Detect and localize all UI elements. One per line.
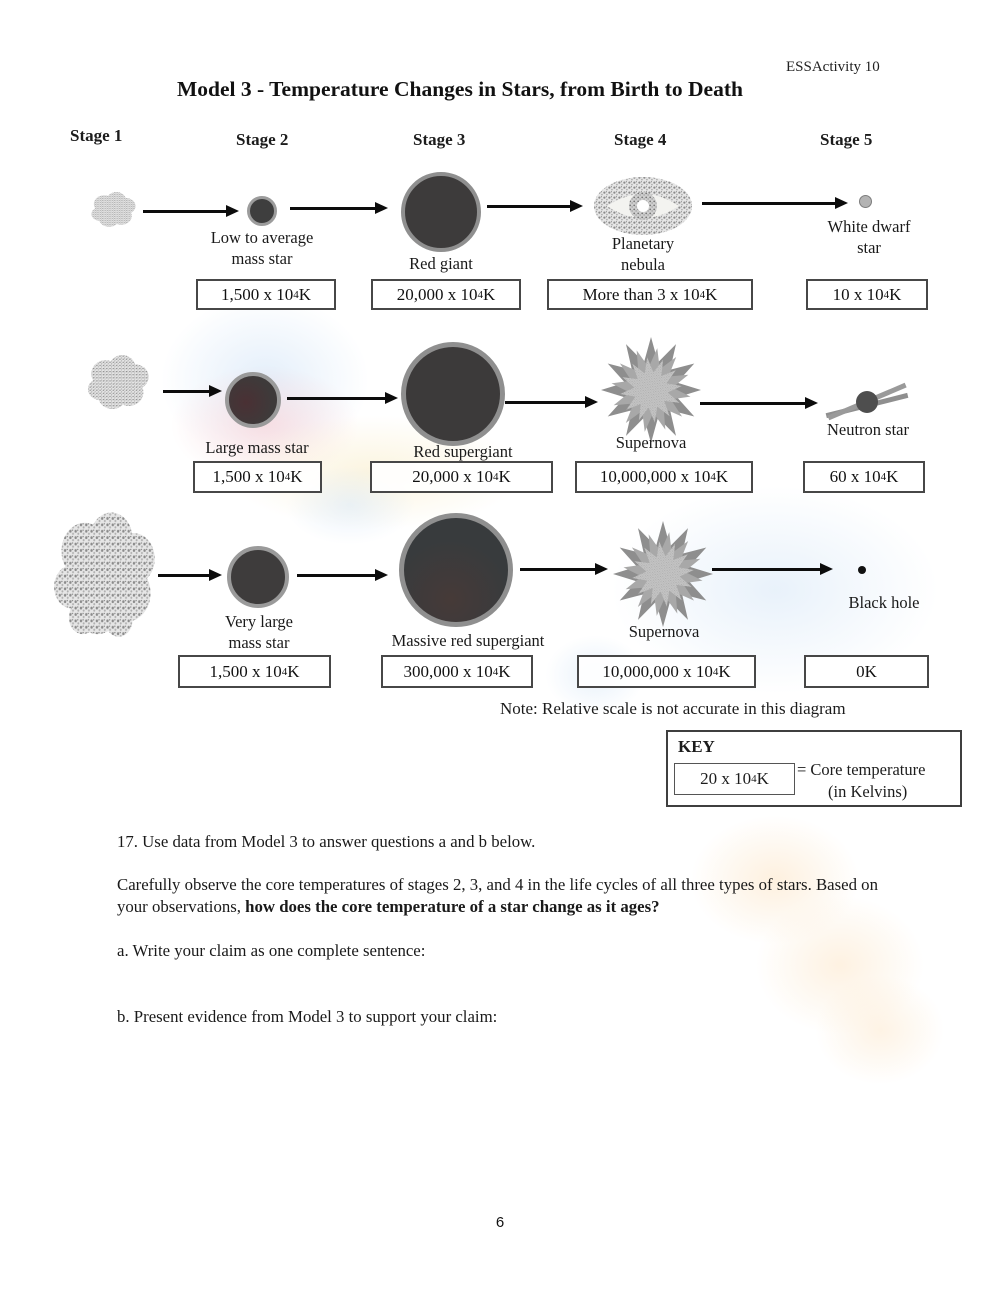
low-average-mass-star-shape	[247, 196, 277, 226]
key-title: KEY	[678, 737, 715, 756]
black-hole-shape	[858, 566, 866, 574]
arrow-icon	[163, 385, 222, 397]
label-supernova: Supernova	[615, 433, 687, 452]
arrow-icon	[702, 197, 848, 209]
arrow-icon	[505, 396, 598, 408]
supernova-shape	[601, 337, 701, 443]
arrow-icon	[287, 392, 398, 404]
arrow-icon	[297, 569, 388, 581]
arrow-icon	[712, 563, 833, 575]
watermark-blob	[815, 975, 945, 1085]
temp-box-row3-stage5: 0 K	[804, 655, 929, 688]
key-description-line1: = Core temperature	[797, 760, 926, 779]
arrow-icon	[487, 200, 583, 212]
arrow-icon	[700, 397, 818, 409]
label-massive-red-supergiant: Massive red supergiant	[391, 631, 545, 650]
nebula-icon	[54, 512, 155, 637]
planetary-nebula-shape	[594, 177, 692, 235]
label-very-large-mass-star: Very large mass star	[225, 612, 293, 652]
white-dwarf-shape	[859, 195, 872, 208]
stage-header-2: Stage 2	[236, 130, 289, 149]
page-number: 6	[495, 1214, 505, 1231]
arrow-icon	[520, 563, 608, 575]
label-black-hole: Black hole	[848, 593, 920, 612]
supernova-shape	[613, 521, 713, 627]
neutron-star-core	[856, 391, 878, 413]
header-activity-label: ESSActivity 10	[786, 59, 880, 75]
question-17-paragraph: Carefully observe the core temperatures …	[117, 874, 879, 918]
question-17: 17. Use data from Model 3 to answer ques…	[117, 832, 536, 851]
page-title: Model 3 - Temperature Changes in Stars, …	[177, 77, 743, 101]
nebula-icon	[87, 355, 149, 410]
question-17a: a. Write your claim as one complete sent…	[117, 941, 426, 960]
massive-red-supergiant-shape	[399, 513, 513, 627]
label-large-mass-star: Large mass star	[205, 438, 309, 457]
label-red-giant: Red giant	[409, 254, 473, 273]
neutron-star-shape	[823, 379, 911, 425]
label-white-dwarf-star: White dwarf star	[827, 217, 911, 257]
question-17b: b. Present evidence from Model 3 to supp…	[117, 1007, 498, 1026]
arrow-icon	[143, 205, 239, 217]
key-description-line2: (in Kelvins)	[828, 782, 908, 801]
arrow-icon	[290, 202, 388, 214]
very-large-mass-star-shape	[227, 546, 289, 608]
red-giant-shape	[401, 172, 481, 252]
label-planetary-nebula: Planetary nebula	[611, 234, 675, 274]
question-paragraph-normal: Carefully observe the core temperatures …	[117, 875, 878, 916]
label-red-supergiant: Red supergiant	[413, 442, 513, 461]
label-low-average-mass-star: Low to average mass star	[210, 228, 314, 268]
red-supergiant-shape	[401, 342, 505, 446]
stage-header-4: Stage 4	[614, 130, 667, 149]
scale-note: Note: Relative scale is not accurate in …	[500, 699, 846, 718]
stage-header-5: Stage 5	[820, 130, 873, 149]
large-mass-star-shape	[225, 372, 281, 428]
nebula-icon	[91, 192, 136, 227]
label-neutron-star: Neutron star	[826, 420, 910, 439]
question-paragraph-bold: how does the core temperature of a star …	[245, 897, 660, 916]
stage-header-3: Stage 3	[413, 130, 466, 149]
arrow-icon	[158, 569, 222, 581]
stage-header-1: Stage 1	[70, 126, 123, 145]
label-supernova: Supernova	[628, 622, 700, 641]
